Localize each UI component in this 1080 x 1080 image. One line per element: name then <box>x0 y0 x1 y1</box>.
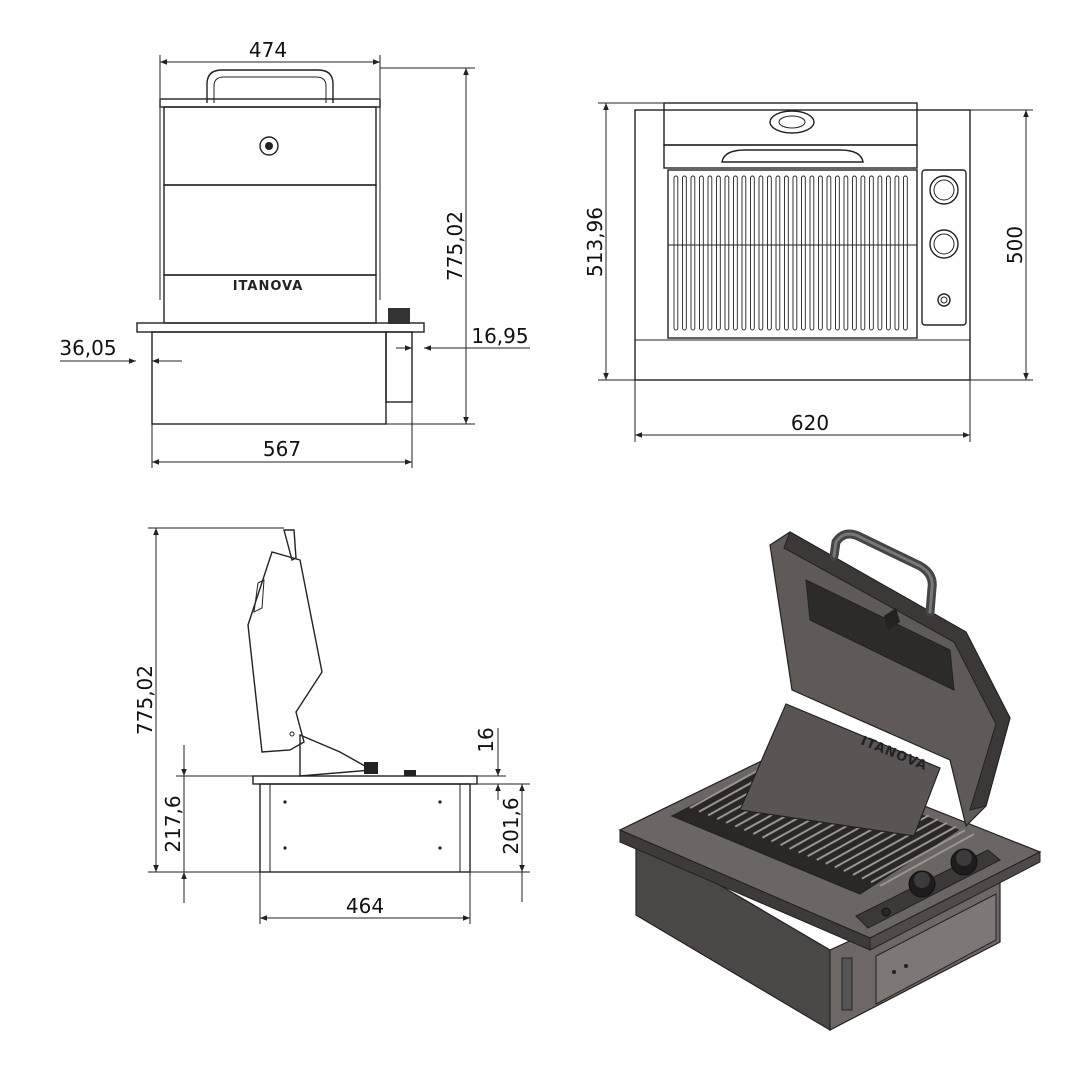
dim-front-height: 775,02 <box>443 211 467 281</box>
grate-slot <box>716 175 721 331</box>
dim-side-body-height: 217,6 <box>161 795 185 852</box>
grate-slot <box>860 175 866 331</box>
iso-grate-bar <box>870 829 966 884</box>
iso-view: ITANOVA <box>618 529 1042 1032</box>
grate-slot <box>801 175 806 331</box>
top-knob-2-icon <box>929 229 959 259</box>
front-handle <box>206 69 334 103</box>
grate-slot <box>852 175 857 331</box>
dim-side-lid-thickness: 16 <box>474 727 498 752</box>
dim-side-height: 775,02 <box>133 665 157 735</box>
dim-side-width: 464 <box>346 894 384 918</box>
side-view: 775,02 217,6 16 201,6 464 <box>133 527 530 924</box>
grate-slot <box>877 175 883 331</box>
grate-slot <box>733 175 738 331</box>
iso-grate-bar <box>843 818 939 872</box>
grate-slot <box>826 175 832 331</box>
iso-grate-bar <box>861 825 957 880</box>
side-box <box>259 783 471 873</box>
iso-igniter-icon <box>881 907 891 917</box>
dim-front-left-offset: 36,05 <box>59 336 116 360</box>
grate-slot <box>809 175 815 331</box>
front-view: ITANOVA 474 775,02 36,05 16,95 567 <box>59 38 530 468</box>
front-top-plate <box>136 322 425 333</box>
iso-thermometer-icon <box>884 608 900 630</box>
front-box <box>151 331 387 425</box>
grate-slot <box>869 175 874 331</box>
top-grill-area <box>667 169 918 339</box>
grate-slot <box>682 175 687 331</box>
grate-slot <box>690 175 696 331</box>
grate-slot <box>758 175 764 331</box>
top-handle <box>721 149 864 163</box>
top-thermometer-icon <box>769 110 815 134</box>
front-brand-label: ITANOVA <box>233 279 304 294</box>
grate-slot <box>750 175 755 331</box>
grate-slot <box>894 175 900 331</box>
grate-slot <box>741 175 747 331</box>
grate-slot <box>699 175 704 331</box>
dim-front-right-offset: 16,95 <box>471 324 528 348</box>
top-control-panel <box>921 169 967 326</box>
grate-slot <box>792 175 798 331</box>
grate-slot <box>707 175 713 331</box>
iso-grate-bar <box>852 822 948 876</box>
iso-back-wall <box>739 703 941 837</box>
dim-front-width-top: 474 <box>249 38 287 62</box>
dim-front-width-bottom: 567 <box>263 437 301 461</box>
dim-top-depth-inner: 500 <box>1003 226 1027 264</box>
dim-top-depth: 513,96 <box>583 207 607 277</box>
grate-slot <box>724 175 730 331</box>
thermometer-icon <box>259 136 279 156</box>
grate-slot <box>835 175 840 331</box>
side-top-plate <box>252 775 478 785</box>
grate-slot <box>673 175 679 331</box>
grate-slot <box>903 175 908 331</box>
side-handle <box>283 529 297 562</box>
iso-grate-bar <box>879 833 975 887</box>
top-igniter-icon <box>937 293 951 307</box>
grate-slot <box>767 175 772 331</box>
dim-top-width: 620 <box>791 411 829 435</box>
grate-slot <box>886 175 891 331</box>
grate-slot <box>784 175 789 331</box>
top-grill-grate <box>673 175 908 331</box>
top-view: 513,96 500 620 <box>583 102 1033 442</box>
front-knob-icon <box>388 308 410 324</box>
grate-slot <box>818 175 823 331</box>
grate-slot <box>843 175 849 331</box>
grate-slot <box>775 175 781 331</box>
top-outer-frame <box>634 109 971 381</box>
side-lid <box>247 551 323 753</box>
top-knob-1-icon <box>929 175 959 205</box>
dim-side-box-height: 201,6 <box>499 797 523 854</box>
